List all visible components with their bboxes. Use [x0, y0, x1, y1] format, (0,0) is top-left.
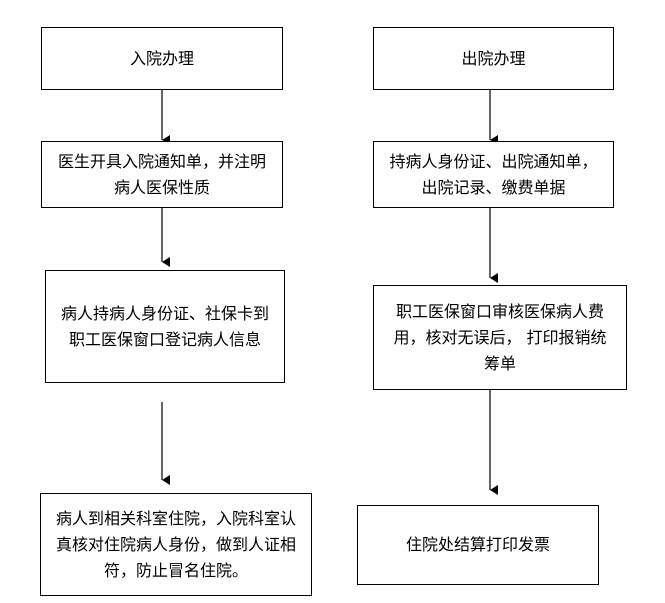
admission-title-box: 入院办理: [41, 27, 283, 90]
admission-step-2-box: 病人持病人身份证、社保卡到职工医保窗口登记病人信息: [45, 270, 285, 383]
admission-title: 入院办理: [129, 48, 194, 68]
admission-step-1-text: 医生开具入院通知单，并注明病人医保性质: [57, 151, 266, 197]
admission-step-3-box: 病人到相关科室住院，入院科室认真核对住院病人身份，做到人证相符，防止冒名住院。: [40, 493, 312, 596]
admission-step-1-box: 医生开具入院通知单，并注明病人医保性质: [41, 141, 283, 208]
discharge-step-2-box: 职工医保窗口审核医保病人费用，核对无误后， 打印报销统筹单: [373, 285, 627, 390]
admission-step-2-text: 病人持病人身份证、社保卡到职工医保窗口登记病人信息: [60, 303, 269, 349]
discharge-title-box: 出院办理: [373, 27, 614, 90]
discharge-title: 出院办理: [461, 48, 526, 68]
discharge-step-1-box: 持病人身份证、出院通知单，出院记录、缴费单据: [373, 141, 614, 208]
admission-step-3-text: 病人到相关科室住院，入院科室认真核对住院病人身份，做到人证相符，防止冒名住院。: [55, 508, 296, 580]
discharge-step-3-box: 住院处结算打印发票: [357, 505, 599, 585]
discharge-step-1-text: 持病人身份证、出院通知单，出院记录、缴费单据: [389, 151, 598, 197]
discharge-step-2-text: 职工医保窗口审核医保病人费用，核对无误后， 打印报销统筹单: [393, 301, 607, 373]
discharge-step-3-text: 住院处结算打印发票: [405, 535, 550, 554]
